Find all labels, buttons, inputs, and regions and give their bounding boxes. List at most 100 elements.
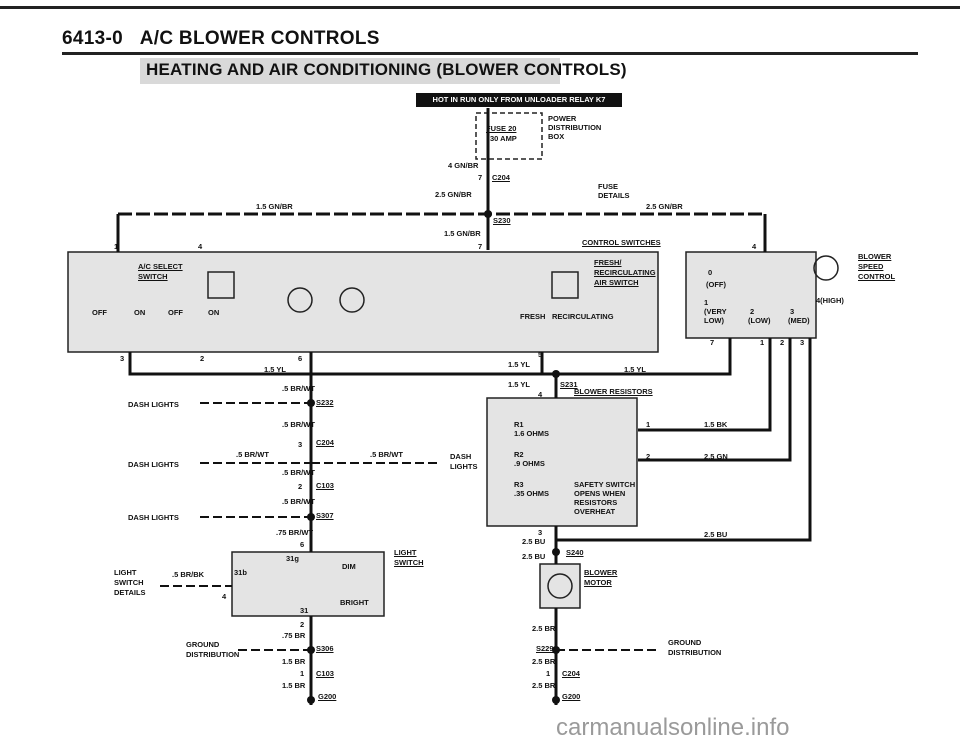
splice-label: S230 [493, 216, 511, 225]
pin-label: 1 [760, 338, 765, 347]
wire-label: .5 BR/WT [282, 497, 315, 506]
r3-label: R3 [514, 480, 524, 489]
pin-label: 1 [646, 420, 651, 429]
r1-label: R1 [514, 420, 524, 429]
motor-label: MOTOR [584, 578, 612, 587]
fresh-label: FRESH/ [594, 258, 622, 267]
fuse-details: FUSE [598, 182, 619, 191]
dash-lights-3: DASH LIGHTS [128, 513, 179, 522]
wire-label: 2.5 GN [704, 452, 728, 461]
speed-3b: (MED) [788, 316, 810, 325]
ls-details-2: SWITCH [114, 578, 144, 587]
dash-lights-label: LIGHTS [450, 462, 478, 471]
blower-resistors-label: BLOWER RESISTORS [574, 387, 653, 396]
control-switches-label: CONTROL SWITCHES [582, 238, 661, 247]
pin-label: 7 [478, 173, 483, 182]
r1-value: 1.6 OHMS [514, 429, 550, 438]
speed-3: 3 [790, 307, 795, 316]
pin-label: 2 [646, 452, 651, 461]
wire-label: 1.5 GN/BR [256, 202, 293, 211]
ac-snowflake-icon [207, 271, 235, 299]
wire-label: .75 BR/WT [276, 528, 314, 537]
pin-label: 3 [120, 354, 125, 363]
wire-label: 1.5 BK [704, 420, 728, 429]
fan-icon [813, 255, 839, 281]
wire-label: 2.5 BU [522, 537, 546, 546]
blower-speed-label: BLOWER [858, 252, 892, 261]
off-label-2: OFF [168, 308, 183, 317]
safety-3: RESISTORS [574, 498, 618, 507]
speed-4: 4(HIGH) [816, 296, 844, 305]
wire-label: .75 BR [282, 631, 306, 640]
safety-4: OVERHEAT [574, 507, 616, 516]
pin-label: 2 [200, 354, 205, 363]
fuse-details-2: DETAILS [598, 191, 630, 200]
pin-label: 3 [298, 440, 303, 449]
pin-label: 3 [800, 338, 805, 347]
wire-label: 1.5 YL [508, 360, 530, 369]
pin-label: 2 [780, 338, 785, 347]
recirc-icon [551, 271, 579, 299]
r2-label: R2 [514, 450, 524, 459]
control-label: CONTROL [858, 272, 896, 281]
ground-dist-3: GROUND [668, 638, 702, 647]
ground-dist-2: DISTRIBUTION [186, 650, 240, 659]
motor-icon [547, 573, 573, 599]
connector-label: C103 [316, 669, 334, 678]
splice-label: S232 [316, 398, 334, 407]
recirc-pos: RECIRCULATING [552, 312, 614, 321]
light-switch-label-2: SWITCH [394, 558, 424, 567]
safety-2: OPENS WHEN [574, 489, 626, 498]
dash-lights-2: DASH LIGHTS [128, 460, 179, 469]
pin-label: 4 [752, 242, 757, 251]
pin-label: 2 [300, 620, 305, 629]
header-rule [62, 52, 918, 55]
dash-label: DASH [450, 452, 472, 461]
wire-label: 2.5 GN/BR [646, 202, 683, 211]
ground-label: G200 [318, 692, 337, 701]
speed-label: SPEED [858, 262, 884, 271]
ac-select-label: A/C SELECT [138, 262, 183, 271]
section-number: 6413-0 [62, 28, 123, 49]
diagram-title: HEATING AND AIR CONDITIONING (BLOWER CON… [146, 60, 627, 79]
ls-details-1: LIGHT [114, 568, 137, 577]
wire-label: 4 GN/BR [448, 161, 479, 170]
light-switch-label: LIGHT [394, 548, 417, 557]
speed-1: 1 [704, 298, 709, 307]
wire-label: 1.5 YL [624, 365, 646, 374]
connector-label: C103 [316, 481, 334, 490]
speed-low: LOW) [704, 316, 724, 325]
fuse-label: FUSE 20 [486, 124, 517, 133]
pin-label: 31b [234, 568, 247, 577]
wire-label: 1.5 BR [282, 681, 306, 690]
fuse-amp: 30 AMP [490, 134, 517, 143]
speed-off: (OFF) [706, 280, 726, 289]
bright-label: BRIGHT [340, 598, 369, 607]
connector-label: C204 [492, 173, 510, 182]
splice-label: S229 [536, 644, 554, 653]
blower-speed-box [685, 251, 817, 339]
on-label: ON [134, 308, 146, 317]
pin-label: 7 [710, 338, 715, 347]
splice-label: S231 [560, 380, 578, 389]
wire-label: .5 BR/BK [172, 570, 205, 579]
speed-2b: (LOW) [748, 316, 771, 325]
safety-1: SAFETY SWITCH [574, 480, 636, 489]
pin-label: 6 [298, 354, 303, 363]
wire-label: 2.5 BU [522, 552, 546, 561]
wire-label: .5 BR/WT [370, 450, 403, 459]
ac-switch-label: SWITCH [138, 272, 168, 281]
wire-label: .5 BR/WT [282, 384, 315, 393]
k7-note: HOT IN RUN ONLY FROM UNLOADER RELAY K7 [416, 93, 622, 107]
pin-label: 31 [300, 606, 309, 615]
pin-label: 5 [538, 350, 543, 359]
pin-label: 2 [298, 482, 303, 491]
wire-label: 2.5 BR [532, 681, 556, 690]
fuse-box [475, 112, 543, 160]
splice-label: S240 [566, 548, 584, 557]
lamp-icon [287, 287, 313, 313]
lamp-icon-2 [339, 287, 365, 313]
pin-label: 1 [300, 669, 305, 678]
pin-label: 6 [300, 540, 305, 549]
